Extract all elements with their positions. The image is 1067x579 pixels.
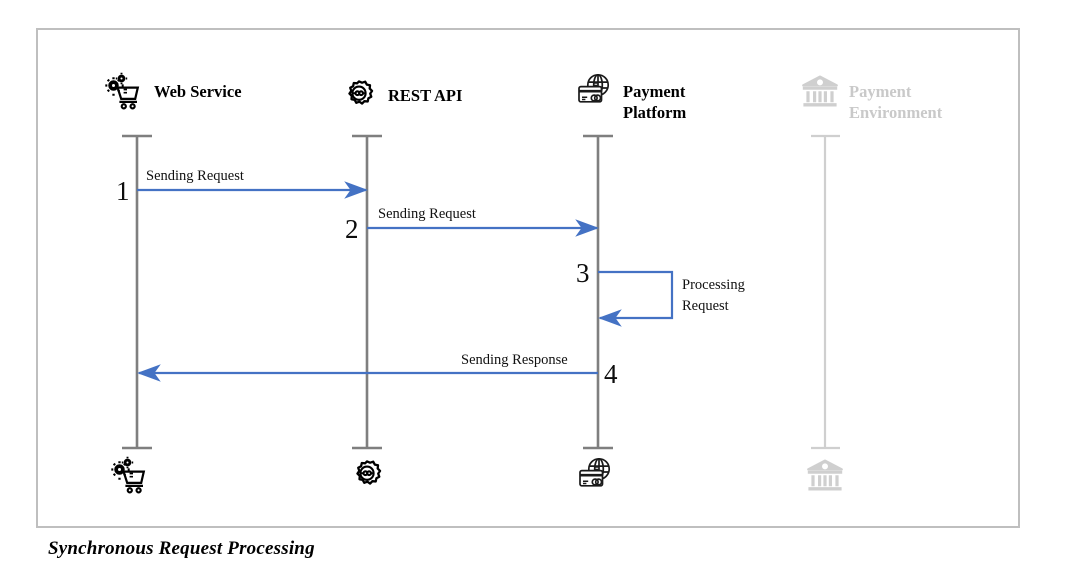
globe-credit-card-icon [573,72,615,114]
sequence-number-4: 4 [604,359,618,389]
gear-api-icon-bottom [346,456,388,498]
sequence-number-3: 3 [576,258,590,288]
message-label-3: Processing Request [682,277,745,315]
actor-label-rest-api: REST API [388,86,463,105]
actor-web-service[interactable]: Web Service [104,72,242,114]
actor-label-payment-environment: Payment Environment [849,82,943,123]
gear-api-icon [338,76,380,118]
globe-credit-card-icon-bottom [574,456,616,498]
sequence-number-2: 2 [345,214,359,244]
bank-icon-bottom [804,456,846,498]
gears-shopping-cart-icon-bottom [110,456,152,498]
gears-shopping-cart-icon [104,72,146,114]
actor-rest-api[interactable]: REST API [338,76,462,118]
actor-payment-environment[interactable]: Payment Environment [799,72,942,123]
message-label-1: Sending Request [146,168,244,184]
bank-icon [799,72,841,114]
actor-label-web-service: Web Service [154,82,242,101]
actor-label-payment-platform: Payment Platform [623,82,687,123]
sequence-number-1: 1 [116,176,130,206]
diagram-frame [36,28,1020,528]
message-label-4: Sending Response [461,352,568,368]
figure-caption: Synchronous Request Processing [48,538,315,559]
actor-payment-platform[interactable]: Payment Platform [573,72,686,123]
message-label-2: Sending Request [378,206,476,222]
